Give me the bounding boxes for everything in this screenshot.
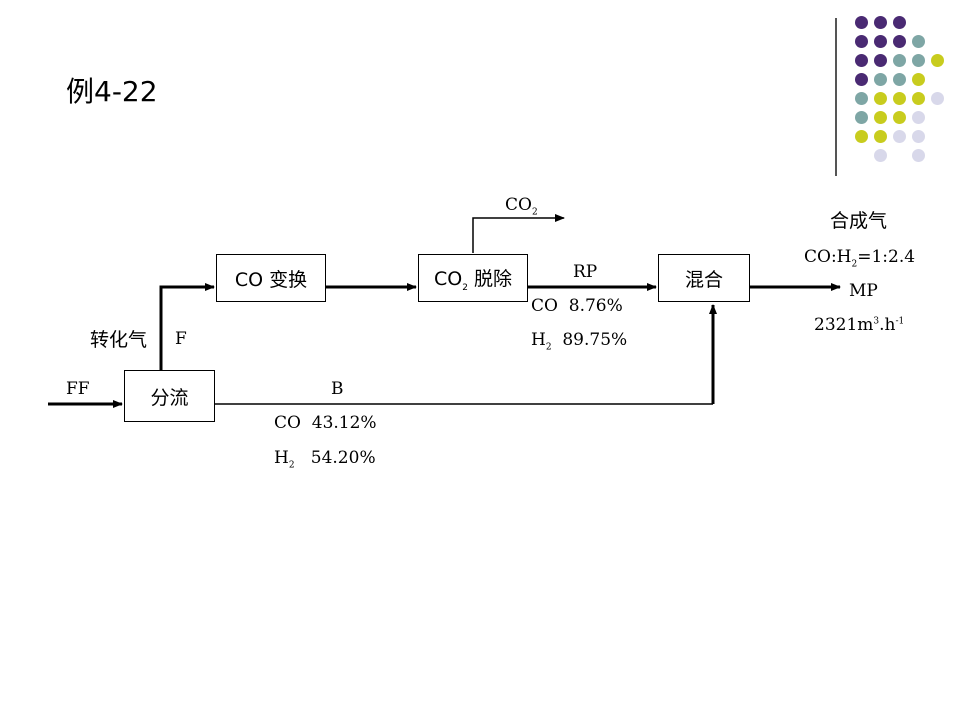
split-box: 分流 [124,370,215,422]
b-label: B [331,379,344,399]
decorative-dot [912,35,925,48]
split-label: 分流 [150,386,189,409]
slide-title: 例4-22 [66,75,158,108]
decorative-dot [912,73,925,86]
decorative-dot [874,35,887,48]
decorative-dot [874,73,887,86]
mix-box: 混合 [658,254,750,302]
decorative-dot [931,92,944,105]
decorative-dot [893,16,906,29]
rp-h2-composition: H2 89.75% [531,330,628,353]
rp-co-composition: CO 8.76% [531,296,623,316]
decorative-dot [931,54,944,67]
decorative-dot [874,149,887,162]
b-co-composition: CO 43.12% [274,413,377,433]
decorative-dot [893,35,906,48]
decorative-dot [893,73,906,86]
synthesis-gas-label: 合成气 [830,210,888,232]
f-label: F [175,329,187,349]
mp-flow-rate: 2321m3.h-1 [814,315,905,335]
b-h2-composition: H2 54.20% [274,448,376,471]
decorative-dot [912,111,925,124]
h2-co-ratio: CO:H2=1:2.4 [804,247,916,270]
rp-label: RP [573,262,598,282]
decorative-dot [855,130,868,143]
decorative-dot [912,92,925,105]
decorative-dot [912,130,925,143]
co2-out-label: CO2 [505,195,538,218]
co-shift-box: CO 变换 [216,254,326,302]
decorative-dot [855,16,868,29]
mix-label: 混合 [684,268,723,291]
f-stream-arrow [159,283,215,370]
co2-removal-label: CO2 脱除 [433,267,512,293]
decorative-dot [912,54,925,67]
decorative-dot [874,111,887,124]
ff-label: FF [66,379,90,399]
decorative-divider [835,18,837,176]
decorative-dot [912,149,925,162]
decorative-dot [893,111,906,124]
decorative-dot [893,92,906,105]
decorative-dot [855,54,868,67]
decorative-dot [874,54,887,67]
decorative-dot [874,92,887,105]
decorative-dot [893,130,906,143]
decorative-dot [874,130,887,143]
decorative-dot [893,54,906,67]
co2-removal-box: CO2 脱除 [418,254,528,302]
decorative-dot [874,16,887,29]
co2-out-arrow [472,214,565,253]
decorative-dot [855,73,868,86]
decorative-dot [855,92,868,105]
co-shift-label: CO 变换 [234,268,308,291]
converted-gas-label: 转化气 [90,329,148,351]
decorative-dot [855,111,868,124]
mp-label: MP [849,281,878,301]
decorative-dot [855,35,868,48]
